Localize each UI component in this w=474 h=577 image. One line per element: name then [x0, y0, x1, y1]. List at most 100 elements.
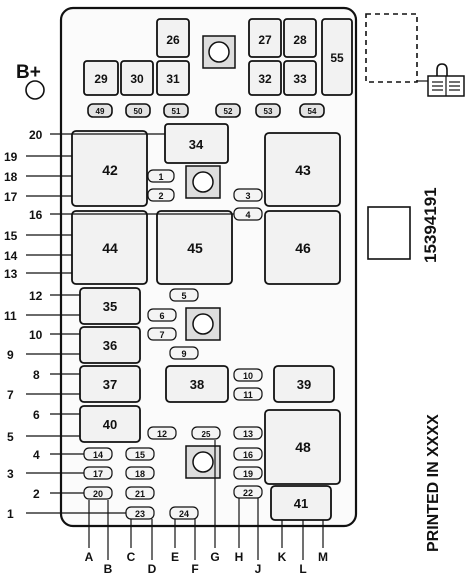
relay-26: 26: [156, 18, 190, 58]
svg-text:18: 18: [135, 469, 145, 479]
callout-5: 5: [7, 430, 14, 444]
relay-31: 31: [156, 60, 190, 96]
relay-32: 32: [248, 60, 282, 96]
relay-46: 46: [264, 210, 341, 285]
fuse-13: 13: [233, 426, 263, 440]
svg-text:55: 55: [330, 51, 344, 65]
fuse-14: 14: [83, 447, 113, 461]
svg-text:44: 44: [102, 240, 118, 256]
svg-text:46: 46: [295, 240, 311, 256]
svg-text:22: 22: [243, 488, 253, 498]
battery-terminal: [25, 80, 45, 100]
callout-E: E: [171, 550, 179, 564]
callout-11: 11: [4, 309, 17, 323]
fuse-21: 21: [125, 486, 155, 500]
svg-text:32: 32: [258, 72, 272, 86]
svg-text:42: 42: [102, 162, 118, 178]
svg-text:2: 2: [158, 191, 163, 201]
svg-text:6: 6: [159, 311, 164, 321]
svg-text:48: 48: [295, 439, 311, 455]
svg-text:14: 14: [93, 450, 103, 460]
svg-text:54: 54: [308, 107, 317, 116]
relay-41: 41: [270, 485, 332, 521]
svg-text:33: 33: [293, 72, 307, 86]
relay-55: 55: [321, 18, 353, 96]
relay-42: 42: [71, 130, 148, 207]
mounting-bolt: [202, 35, 236, 69]
callout-G: G: [210, 550, 219, 564]
svg-text:49: 49: [96, 107, 105, 116]
printed-in-text: PRINTED IN XXXX: [425, 414, 442, 552]
callout-L: L: [299, 562, 306, 576]
fuse-9: 9: [169, 346, 199, 360]
fuse-12: 12: [147, 426, 177, 440]
callout-15: 15: [4, 229, 18, 243]
svg-text:25: 25: [202, 430, 211, 439]
svg-text:39: 39: [297, 377, 311, 392]
fuse-20: 20: [83, 486, 113, 500]
svg-text:12: 12: [157, 429, 167, 439]
svg-text:16: 16: [243, 450, 253, 460]
relay-28: 28: [283, 18, 317, 58]
fuse-4: 4: [233, 207, 263, 221]
callout-B: B: [104, 562, 113, 576]
fuse-51: 51: [163, 103, 189, 118]
callout-6: 6: [33, 408, 40, 422]
svg-text:50: 50: [134, 107, 143, 116]
callout-17: 17: [4, 190, 18, 204]
svg-text:43: 43: [295, 162, 311, 178]
svg-text:34: 34: [189, 137, 204, 152]
svg-text:51: 51: [172, 107, 181, 116]
book-icon: [427, 63, 465, 97]
part-number: 15394191: [421, 187, 440, 263]
svg-text:52: 52: [224, 107, 233, 116]
fuse-6: 6: [147, 308, 177, 322]
svg-text:17: 17: [93, 469, 103, 479]
fuse-22: 22: [233, 485, 263, 499]
fuse-54: 54: [299, 103, 325, 118]
callout-14: 14: [4, 249, 18, 263]
relay-48: 48: [264, 409, 341, 485]
svg-text:19: 19: [243, 469, 253, 479]
callout-C: C: [127, 550, 136, 564]
relay-27: 27: [248, 18, 282, 58]
callout-8: 8: [33, 368, 40, 382]
relay-36: 36: [79, 326, 141, 364]
relay-44: 44: [71, 210, 148, 285]
svg-text:11: 11: [243, 390, 253, 400]
relay-29: 29: [83, 60, 119, 96]
svg-text:7: 7: [159, 330, 164, 340]
callout-13: 13: [4, 267, 18, 281]
svg-text:23: 23: [135, 509, 145, 519]
svg-text:5: 5: [181, 291, 186, 301]
svg-text:28: 28: [293, 33, 307, 47]
label-plate: [367, 206, 411, 260]
svg-text:45: 45: [187, 240, 203, 256]
svg-text:37: 37: [103, 377, 117, 392]
callout-16: 16: [29, 208, 43, 222]
svg-text:13: 13: [243, 429, 253, 439]
fuse-24: 24: [169, 506, 199, 520]
callout-7: 7: [7, 388, 14, 402]
callout-A: A: [85, 550, 94, 564]
mounting-bolt: [185, 445, 221, 479]
relay-30: 30: [120, 60, 154, 96]
callout-M: M: [318, 550, 328, 564]
left-leader-lines: [26, 133, 234, 514]
fuse-52: 52: [215, 103, 241, 118]
svg-text:29: 29: [94, 72, 108, 86]
callout-H: H: [235, 550, 244, 564]
callout-1: 1: [7, 507, 14, 521]
svg-text:27: 27: [258, 33, 272, 47]
svg-text:15: 15: [135, 450, 145, 460]
fuse-11: 11: [233, 387, 263, 401]
relay-37: 37: [79, 365, 141, 403]
callout-20: 20: [29, 128, 43, 142]
svg-text:38: 38: [190, 377, 204, 392]
fuse-10: 10: [233, 368, 263, 382]
callout-12: 12: [29, 289, 43, 303]
relay-43: 43: [264, 132, 341, 207]
svg-text:3: 3: [245, 191, 250, 201]
fuse-53: 53: [255, 103, 281, 118]
svg-text:31: 31: [166, 72, 180, 86]
